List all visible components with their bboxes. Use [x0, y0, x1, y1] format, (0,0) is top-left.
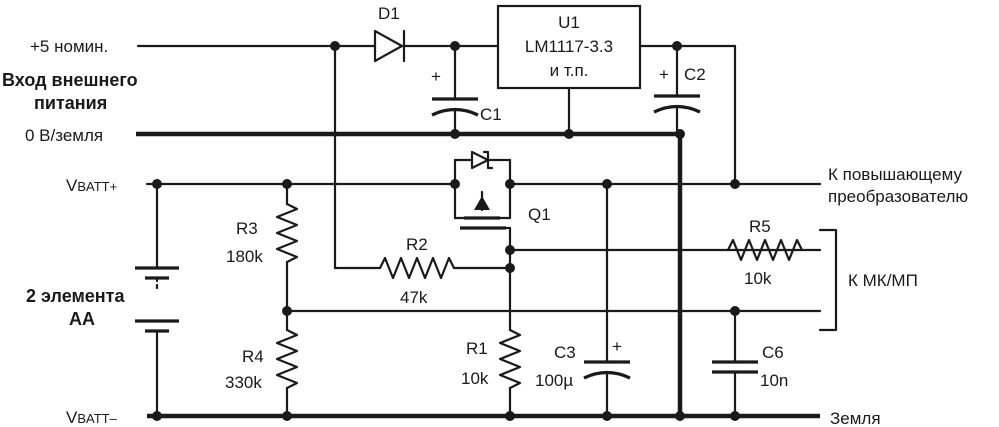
resistor-r3: R3 180k [226, 182, 299, 313]
battery-2aa [135, 182, 179, 418]
c6-label: C6 [762, 343, 784, 362]
diode-d1: D1 [373, 4, 406, 63]
capacitor-c3: + C3 100µ [535, 182, 631, 418]
r2-value: 47k [400, 288, 428, 307]
u1-part: LM1117-3.3 [525, 37, 613, 56]
r2-label: R2 [406, 235, 428, 254]
resistor-r4: R4 330k [225, 309, 299, 418]
to-boost-label-1: К повышающему [828, 165, 963, 184]
ext-power-label-1: Вход внешнего [2, 70, 138, 90]
capacitor-c2: + C2 [653, 44, 706, 136]
resistor-r5: R5 10k [726, 217, 804, 288]
resistor-r2: R2 47k [378, 235, 512, 307]
capacitor-c6: C6 10n [712, 309, 788, 418]
resistor-r1: R1 10k [461, 328, 522, 418]
cells-label-2: AA [69, 309, 95, 329]
r5-label: R5 [749, 217, 771, 236]
junction-dots [152, 41, 740, 421]
u1-ref: U1 [558, 13, 580, 32]
vbatt-minus-label: VBATT– [66, 408, 118, 427]
regulator-u1: U1 LM1117-3.3 и т.п. [496, 4, 642, 136]
q1-label: Q1 [528, 205, 551, 224]
plus5-label: +5 номин. [30, 37, 108, 56]
ext-power-label-2: питания [34, 93, 107, 113]
c2-label: C2 [684, 65, 706, 84]
r4-label: R4 [242, 347, 264, 366]
u1-note: и т.п. [550, 61, 589, 80]
c2-plus: + [659, 65, 669, 84]
r1-value: 10k [461, 369, 489, 388]
c6-value: 10n [760, 371, 788, 390]
ground-right-label: Земля [830, 409, 881, 427]
r4-value: 330k [225, 373, 262, 392]
zero-v-label: 0 В/земля [25, 126, 103, 145]
to-boost-label-2: преобразователю [828, 187, 968, 206]
c3-plus: + [612, 337, 622, 356]
c1-label: C1 [480, 105, 502, 124]
mosfet-q1: Q1 [453, 150, 551, 270]
to-mcu-label: К МК/МП [848, 271, 918, 290]
cells-label-1: 2 элемента [26, 286, 125, 306]
c1-plus: + [431, 67, 441, 86]
r3-label: R3 [236, 219, 258, 238]
d1-label: D1 [378, 4, 400, 23]
mcu-bracket [818, 228, 838, 332]
c3-label: C3 [554, 343, 576, 362]
capacitor-c1: + C1 [431, 44, 502, 136]
r1-label: R1 [466, 339, 488, 358]
vbatt-plus-label: VBATT+ [66, 176, 117, 195]
r5-value: 10k [744, 269, 772, 288]
r3-value: 180k [226, 247, 263, 266]
c3-value: 100µ [535, 371, 573, 390]
